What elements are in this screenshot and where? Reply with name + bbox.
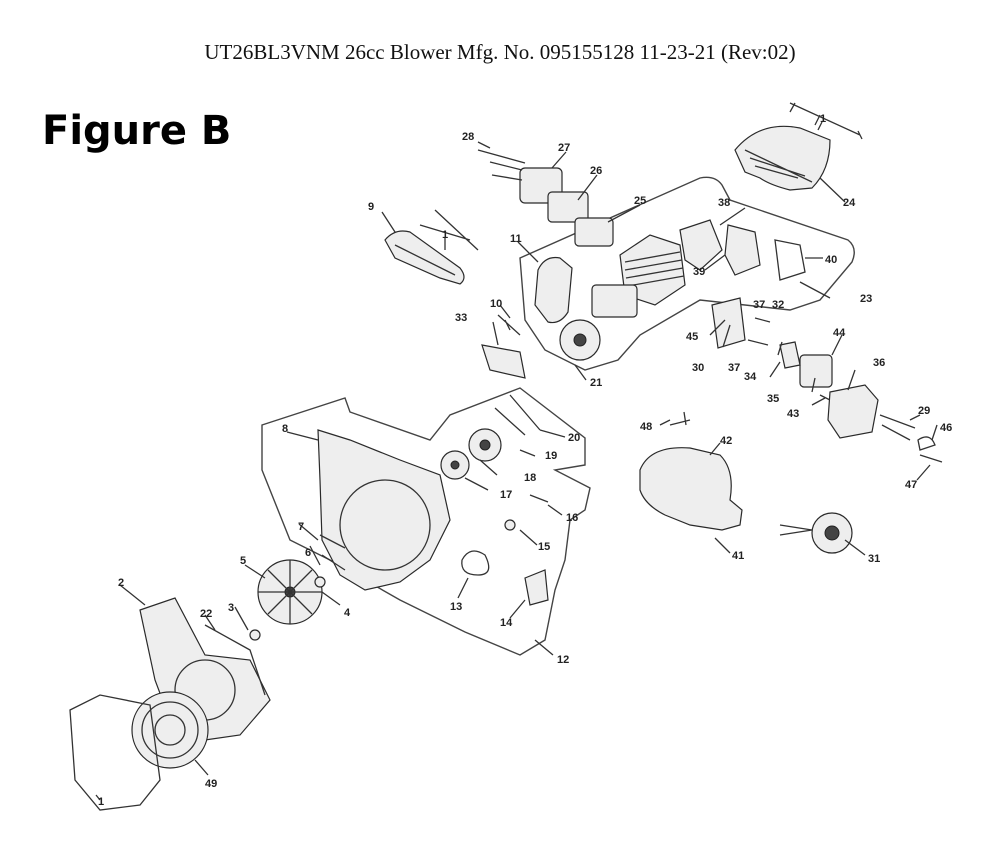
callout-1c: 1: [98, 796, 104, 808]
callout-1a: 1: [820, 113, 826, 125]
callout-26: 26: [590, 165, 602, 177]
air-box-part: [827, 384, 943, 463]
callout-30: 30: [692, 362, 704, 374]
callout-22: 22: [200, 608, 212, 620]
callout-46: 46: [940, 422, 952, 434]
callout-3: 3: [228, 602, 234, 614]
handle-part: [384, 209, 479, 285]
recoil-cover-part: [69, 691, 209, 811]
callout-18: 18: [524, 472, 536, 484]
callout-43: 43: [787, 408, 799, 420]
top-cover-part: [734, 102, 863, 191]
callout-44: 44: [833, 327, 846, 339]
figure-label: Figure B: [42, 108, 232, 154]
callout-27: 27: [558, 142, 570, 154]
callout-38: 38: [718, 197, 730, 209]
callout-1b: 1: [442, 229, 448, 241]
callout-17: 17: [500, 489, 512, 501]
callout-29: 29: [918, 405, 930, 417]
callout-37a: 37: [753, 299, 765, 311]
callout-48: 48: [640, 421, 652, 433]
callout-20: 20: [568, 432, 580, 444]
engine-block-part: [559, 234, 686, 361]
callout-31: 31: [868, 553, 880, 565]
callout-47: 47: [905, 479, 917, 491]
fan-housing-part: [317, 394, 549, 606]
callout-8: 8: [282, 423, 288, 435]
callout-14: 14: [500, 617, 513, 629]
callout-12: 12: [557, 654, 569, 666]
callout-5: 5: [240, 555, 246, 567]
callout-4: 4: [344, 607, 351, 619]
callout-35: 35: [767, 393, 779, 405]
callout-10: 10: [490, 298, 502, 310]
callout-25: 25: [634, 195, 646, 207]
callout-13: 13: [450, 601, 462, 613]
shroud-part: [481, 314, 526, 379]
callout-28: 28: [462, 131, 474, 143]
callout-6: 6: [305, 547, 311, 559]
recoil-starter-part: [779, 512, 853, 554]
callout-24: 24: [843, 197, 856, 209]
muffler-part: [679, 219, 806, 281]
engine-group-outline: [519, 176, 855, 371]
callout-39: 39: [693, 266, 705, 278]
callout-2: 2: [118, 577, 124, 589]
callout-36: 36: [873, 357, 885, 369]
callout-33: 33: [455, 312, 467, 324]
lower-housing-part: [639, 411, 743, 531]
callout-41: 41: [732, 550, 744, 562]
callout-40: 40: [825, 254, 837, 266]
callout-7: 7: [298, 521, 304, 533]
callout-45: 45: [686, 331, 698, 343]
callout-21: 21: [590, 377, 602, 389]
callout-34: 34: [744, 371, 757, 383]
callout-9: 9: [368, 201, 374, 213]
callout-19: 19: [545, 450, 557, 462]
callout-16: 16: [566, 512, 578, 524]
callout-42: 42: [720, 435, 732, 447]
callout-32: 32: [772, 299, 784, 311]
callout-37b: 37: [728, 362, 740, 374]
fuel-tank-part: [534, 256, 573, 324]
callout-23: 23: [860, 293, 872, 305]
impeller-part: [249, 534, 346, 641]
callout-15: 15: [538, 541, 550, 553]
carburetor-part: [711, 297, 841, 406]
leader-lines: [95, 121, 938, 801]
callout-49: 49: [205, 778, 217, 790]
callout-11: 11: [510, 233, 522, 245]
page-title: UT26BL3VNM 26cc Blower Mfg. No. 09515512…: [204, 40, 796, 64]
